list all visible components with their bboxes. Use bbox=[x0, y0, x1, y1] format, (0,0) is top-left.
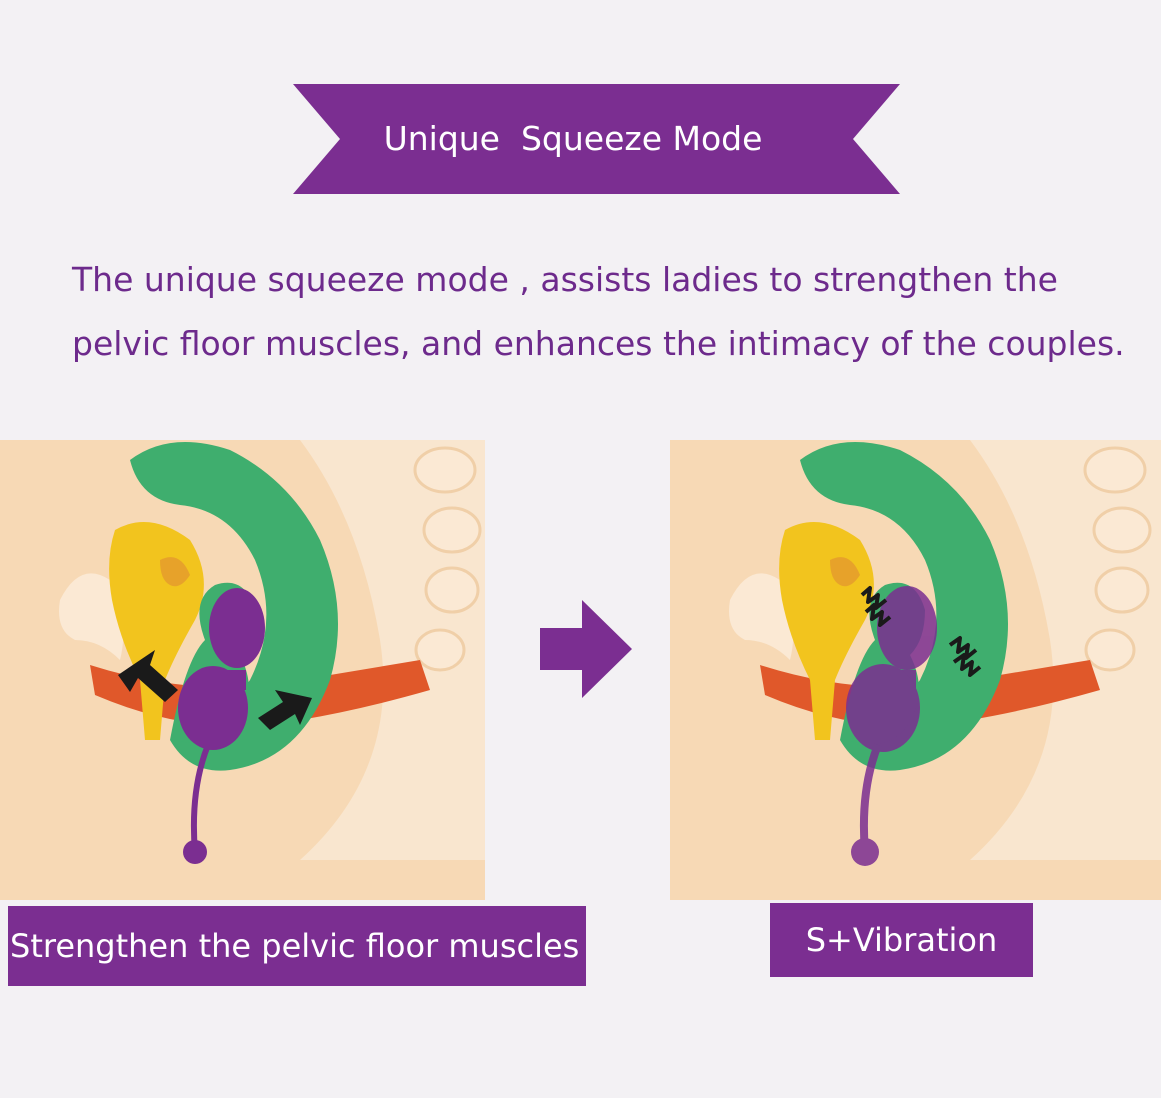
rectum bbox=[130, 442, 338, 771]
squeeze-arrow-icon bbox=[118, 650, 312, 730]
spine-segments bbox=[413, 446, 482, 672]
caption-vibration: S+Vibration bbox=[770, 903, 1033, 977]
pelvic-illustration-vibration bbox=[670, 440, 1161, 900]
banner-title: Unique Squeeze Mode bbox=[383, 119, 763, 158]
bladder-detail bbox=[830, 557, 860, 587]
vibration-wave-icon bbox=[860, 586, 982, 677]
arrow-right-icon bbox=[540, 600, 632, 698]
headline-line-1: The unique squeeze mode , assists ladies… bbox=[72, 260, 1058, 299]
bladder-detail bbox=[160, 557, 190, 587]
headline-line-2: pelvic floor muscles, and enhances the i… bbox=[72, 324, 1125, 363]
pubic-bone bbox=[729, 573, 794, 660]
rectum bbox=[800, 442, 1008, 771]
caption-strengthen: Strengthen the pelvic floor muscles bbox=[8, 906, 586, 986]
pubic-bone bbox=[59, 573, 124, 660]
kegel-ball-device bbox=[846, 586, 937, 866]
ribbon-banner bbox=[293, 84, 900, 194]
spine-segments bbox=[1083, 446, 1152, 672]
pelvic-illustration-squeeze bbox=[0, 440, 485, 900]
headline: The unique squeeze mode , assists ladies… bbox=[72, 248, 1142, 376]
kegel-ball-device bbox=[178, 588, 265, 864]
